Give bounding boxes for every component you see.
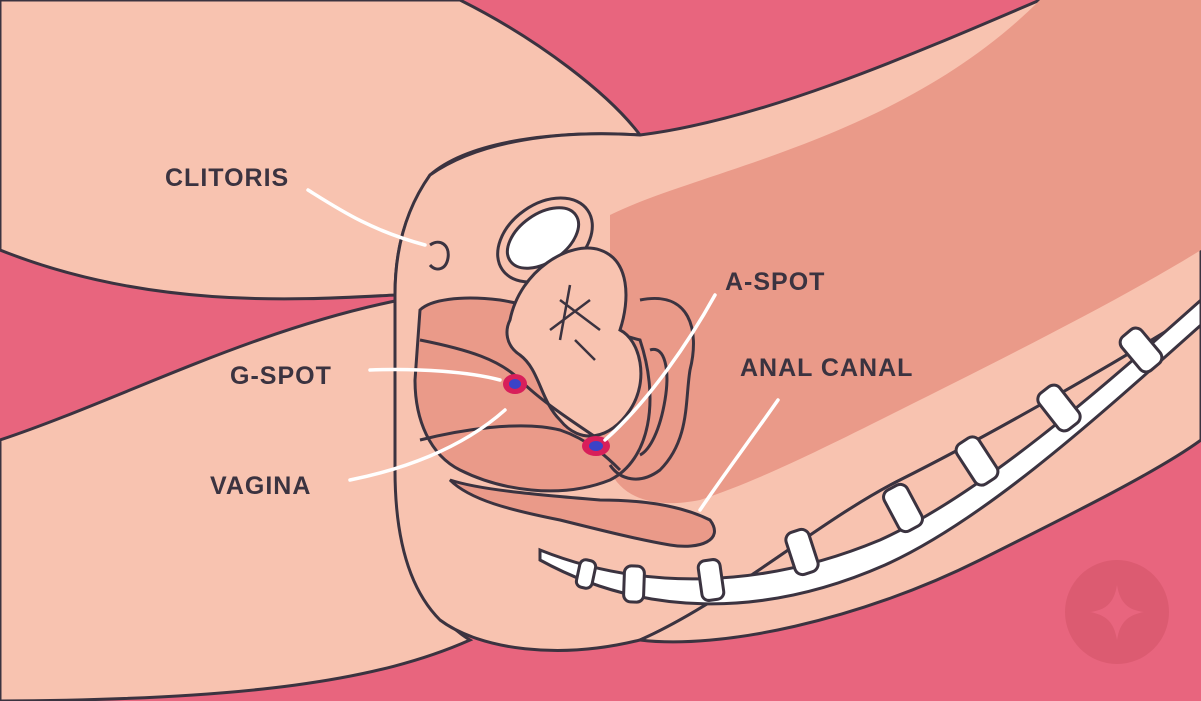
label-clitoris: CLITORIS [165,164,290,192]
g-spot-marker [503,374,527,394]
sparkle-logo [1065,560,1169,664]
rectum [608,297,695,481]
anal-canal [448,478,716,548]
rectum-tissue [610,0,1201,504]
vagina-leader [348,408,507,482]
back-band [634,308,1201,644]
rectum-inner [639,347,669,457]
clitoris-leader [306,188,427,247]
label-g-spot: G-SPOT [230,362,332,390]
anal-canal-leader [698,398,780,512]
a-spot-marker [582,436,610,456]
clitoris [428,240,450,271]
label-a-spot: A-SPOT [725,268,826,296]
uterus-inner-lines [549,284,601,361]
label-anal-canal: ANAL CANAL [740,354,914,382]
vaginal-canal [419,424,622,472]
g-spot-leader [368,367,502,382]
label-vagina: VAGINA [210,472,312,500]
uterus [505,246,643,438]
a-spot-leader [603,293,717,442]
